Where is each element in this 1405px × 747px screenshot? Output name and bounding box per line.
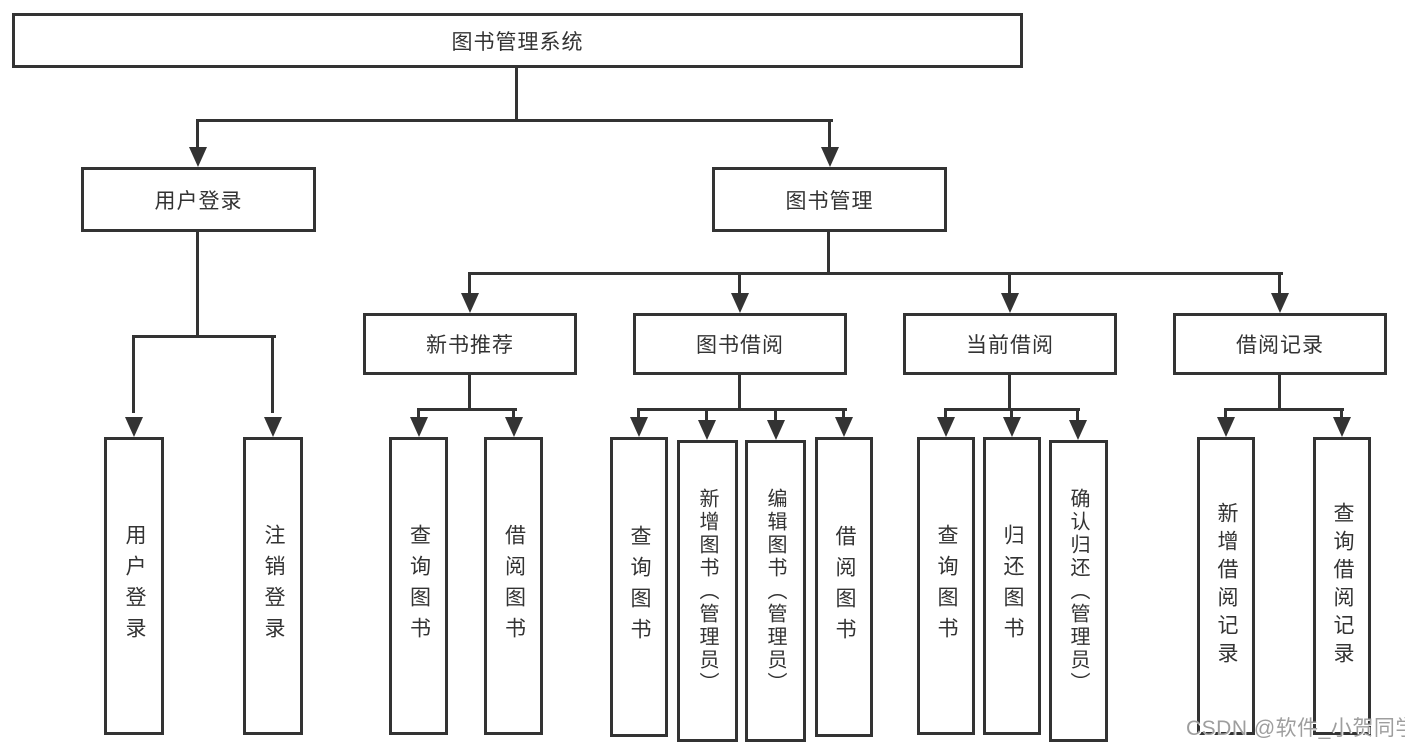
leaf-query-books-borrow: 查询图书	[610, 437, 668, 737]
leaf-return-books: 归还图书	[983, 437, 1041, 735]
node-label: 借阅图书	[833, 525, 856, 649]
arrow-down-icon	[1001, 293, 1019, 313]
connector-line	[196, 119, 199, 151]
leaf-query-borrow-record: 查询借阅记录	[1313, 437, 1371, 735]
node-book-borrowing: 图书借阅	[633, 313, 847, 375]
connector-line	[468, 375, 471, 411]
node-label: 查询图书	[628, 525, 651, 649]
node-label: 新书推荐	[426, 334, 514, 357]
connector-line	[1008, 375, 1011, 411]
connector-line	[774, 408, 777, 422]
connector-line	[512, 408, 515, 420]
connector-line	[738, 272, 741, 296]
node-label: 查询借阅记录	[1331, 502, 1354, 670]
connector-line	[1340, 408, 1343, 420]
node-label: 图书借阅	[696, 334, 784, 357]
node-label: 编辑图书（管理员）	[764, 487, 786, 695]
arrow-down-icon	[505, 417, 523, 437]
leaf-add-books-admin: 新增图书（管理员）	[677, 440, 738, 742]
node-label: 借阅记录	[1236, 334, 1324, 357]
connector-line	[1008, 272, 1011, 296]
node-label: 新增借阅记录	[1215, 502, 1238, 670]
connector-line	[827, 232, 830, 275]
arrow-down-icon	[698, 420, 716, 440]
connector-line	[1224, 408, 1344, 411]
connector-line	[738, 375, 741, 411]
node-label: 用户登录	[154, 189, 243, 213]
connector-line	[842, 408, 845, 420]
arrow-down-icon	[1069, 420, 1087, 440]
connector-line	[417, 408, 517, 411]
arrow-down-icon	[630, 417, 648, 437]
arrow-down-icon	[937, 417, 955, 437]
node-new-book-recommendation: 新书推荐	[363, 313, 577, 375]
leaf-add-borrow-record: 新增借阅记录	[1197, 437, 1255, 735]
connector-line	[132, 335, 135, 413]
arrow-down-icon	[835, 417, 853, 437]
node-label: 用户登录	[123, 524, 146, 648]
arrow-down-icon	[189, 147, 207, 167]
node-label: 当前借阅	[966, 334, 1054, 357]
node-book-management: 图书管理	[712, 167, 947, 232]
connector-line	[1076, 408, 1079, 422]
connector-line	[828, 119, 831, 151]
connector-line	[515, 68, 518, 121]
arrow-down-icon	[1003, 417, 1021, 437]
node-label: 新增图书（管理员）	[696, 487, 718, 695]
connector-line	[196, 119, 833, 122]
leaf-confirm-return-admin: 确认归还（管理员）	[1049, 440, 1108, 742]
node-label: 查询图书	[407, 524, 431, 648]
leaf-query-books-rec: 查询图书	[389, 437, 448, 735]
watermark: CSDN @软件_小贺同学	[1186, 717, 1405, 740]
connector-line	[468, 272, 471, 296]
leaf-borrow-books: 借阅图书	[815, 437, 873, 737]
node-label: 注销登录	[262, 524, 285, 648]
connector-line	[944, 408, 947, 420]
leaf-edit-books-admin: 编辑图书（管理员）	[745, 440, 806, 742]
node-label: 确认归还（管理员）	[1067, 487, 1089, 695]
arrow-down-icon	[461, 293, 479, 313]
leaf-logout-login: 注销登录	[243, 437, 303, 735]
arrow-down-icon	[125, 417, 143, 437]
connector-line	[1278, 375, 1281, 411]
connector-line	[132, 335, 276, 338]
leaf-query-books-current: 查询图书	[917, 437, 975, 735]
connector-line	[196, 232, 199, 338]
connector-line	[637, 408, 640, 420]
arrow-down-icon	[821, 147, 839, 167]
arrow-down-icon	[731, 293, 749, 313]
node-library-management-system: 图书管理系统	[12, 13, 1023, 68]
connector-line	[1278, 272, 1281, 296]
arrow-down-icon	[767, 420, 785, 440]
arrow-down-icon	[1271, 293, 1289, 313]
leaf-borrow-books-rec: 借阅图书	[484, 437, 543, 735]
node-borrowing-records: 借阅记录	[1173, 313, 1387, 375]
arrow-down-icon	[410, 417, 428, 437]
node-label: 图书管理	[785, 189, 874, 213]
arrow-down-icon	[264, 417, 282, 437]
connector-line	[271, 335, 274, 413]
connector-line	[705, 408, 708, 422]
connector-line	[637, 408, 847, 411]
node-label: 图书管理系统	[451, 30, 584, 54]
connector-line	[1010, 408, 1013, 420]
node-label: 查询图书	[935, 524, 958, 648]
connector-line	[1224, 408, 1227, 420]
node-label: 借阅图书	[502, 524, 526, 648]
arrow-down-icon	[1217, 417, 1235, 437]
node-label: 归还图书	[1001, 524, 1024, 648]
connector-line	[417, 408, 420, 420]
arrow-down-icon	[1333, 417, 1351, 437]
node-current-borrowing: 当前借阅	[903, 313, 1117, 375]
node-user-login: 用户登录	[81, 167, 316, 232]
connector-line	[468, 272, 1283, 275]
leaf-user-login: 用户登录	[104, 437, 164, 735]
